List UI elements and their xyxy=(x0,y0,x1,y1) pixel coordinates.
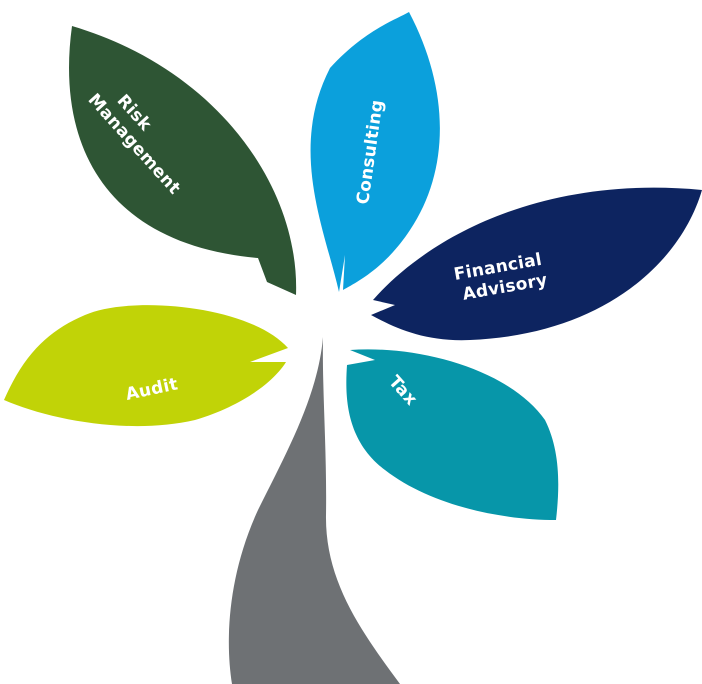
petal-tax xyxy=(346,349,559,520)
petal-financial-advisory xyxy=(371,187,702,341)
petal-risk-management xyxy=(69,26,297,295)
petal-audit xyxy=(4,305,288,427)
stem-shape xyxy=(228,337,400,684)
petal-consulting xyxy=(310,12,440,292)
